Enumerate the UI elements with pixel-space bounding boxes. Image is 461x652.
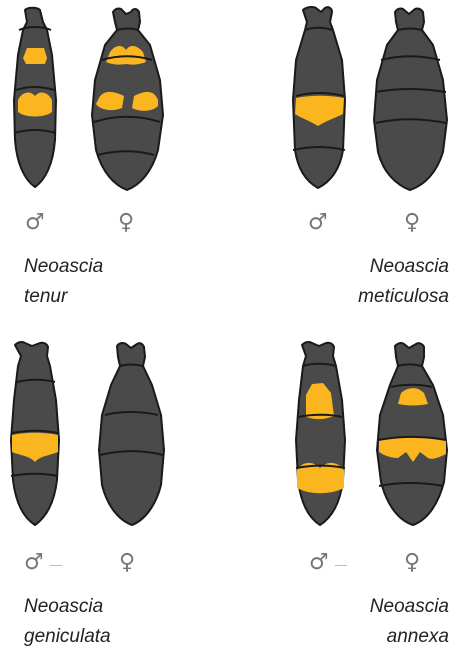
meticulosa-species-label: Neoascia meticulosa xyxy=(358,252,449,312)
annexa-female-symbol: ♀ xyxy=(404,552,420,574)
meticulosa-female-abdomen xyxy=(374,9,447,190)
geniculata-female-abdomen xyxy=(99,343,164,525)
geniculata-male-symbol: ♂ xyxy=(24,552,44,574)
annexa-male-symbol: ♂ xyxy=(309,552,329,574)
meticulosa-male-abdomen xyxy=(293,7,345,188)
tenur-species-label: Neoascia tenur xyxy=(24,252,103,312)
annexa-divider xyxy=(335,565,347,566)
meticulosa-male-symbol: ♂ xyxy=(308,212,328,234)
annexa-species-name: annexa xyxy=(370,622,449,652)
annexa-female-abdomen xyxy=(377,343,447,525)
geniculata-genus-name: Neoascia xyxy=(24,592,111,622)
tenur-male-abdomen xyxy=(14,8,56,187)
tenur-male-symbol: ♂ xyxy=(25,212,45,234)
annexa-genus-name: Neoascia xyxy=(370,592,449,622)
tenur-species-name: tenur xyxy=(24,282,103,312)
annexa-species-label: Neoascia annexa xyxy=(370,592,449,652)
annexa-male-abdomen xyxy=(296,342,345,525)
geniculata-male-abdomen xyxy=(11,342,59,525)
meticulosa-genus-name: Neoascia xyxy=(358,252,449,282)
tenur-female-abdomen xyxy=(92,9,163,190)
geniculata-female-symbol: ♀ xyxy=(119,552,135,574)
tenur-female-symbol: ♀ xyxy=(118,212,134,234)
geniculata-species-label: Neoascia geniculata xyxy=(24,592,111,652)
meticulosa-female-symbol: ♀ xyxy=(404,212,420,234)
tenur-genus-name: Neoascia xyxy=(24,252,103,282)
geniculata-divider xyxy=(50,565,62,566)
meticulosa-species-name: meticulosa xyxy=(358,282,449,312)
geniculata-species-name: geniculata xyxy=(24,622,111,652)
